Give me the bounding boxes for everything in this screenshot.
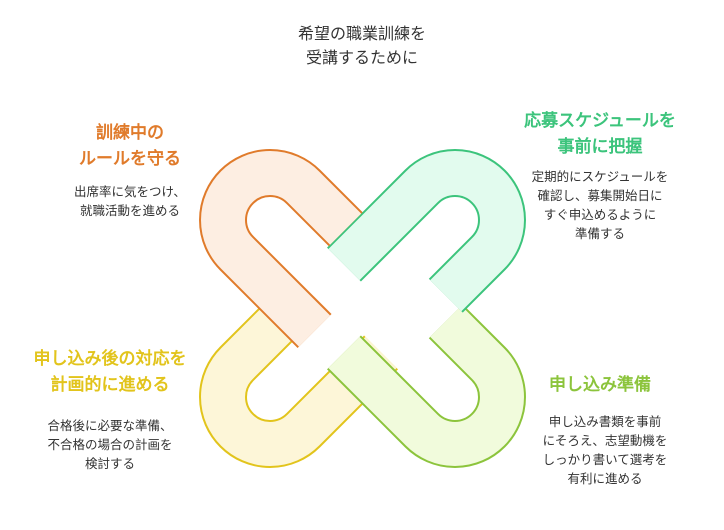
heading-preparation: 申し込み準備 xyxy=(549,375,651,395)
heading-rules: 訓練中の ルールを守る xyxy=(79,123,181,169)
heading-schedule: 応募スケジュールを 事前に把握 xyxy=(524,111,676,157)
link-orange xyxy=(199,149,363,348)
diagram-title: 希望の職業訓練を 受講するために xyxy=(297,24,426,67)
desc-rules: 出席率に気をつけ、 就職活動を進める xyxy=(74,184,186,218)
desc-after-application: 合格後に必要な準備、 不合格の場合の計画を 検討する xyxy=(47,418,173,471)
desc-preparation: 申し込み書類を事前 にそろえ、志望動機を しっかり書いて選考を 有利に進める xyxy=(542,414,668,486)
link-green xyxy=(327,149,526,313)
heading-after-application: 申し込み後の対応を 計画的に進める xyxy=(33,349,187,395)
link-yellow xyxy=(199,304,398,468)
link-lime xyxy=(327,304,526,468)
desc-schedule: 定期的にスケジュールを 確認し、募集開始日に すぐ申込めるように 準備する xyxy=(531,169,669,241)
